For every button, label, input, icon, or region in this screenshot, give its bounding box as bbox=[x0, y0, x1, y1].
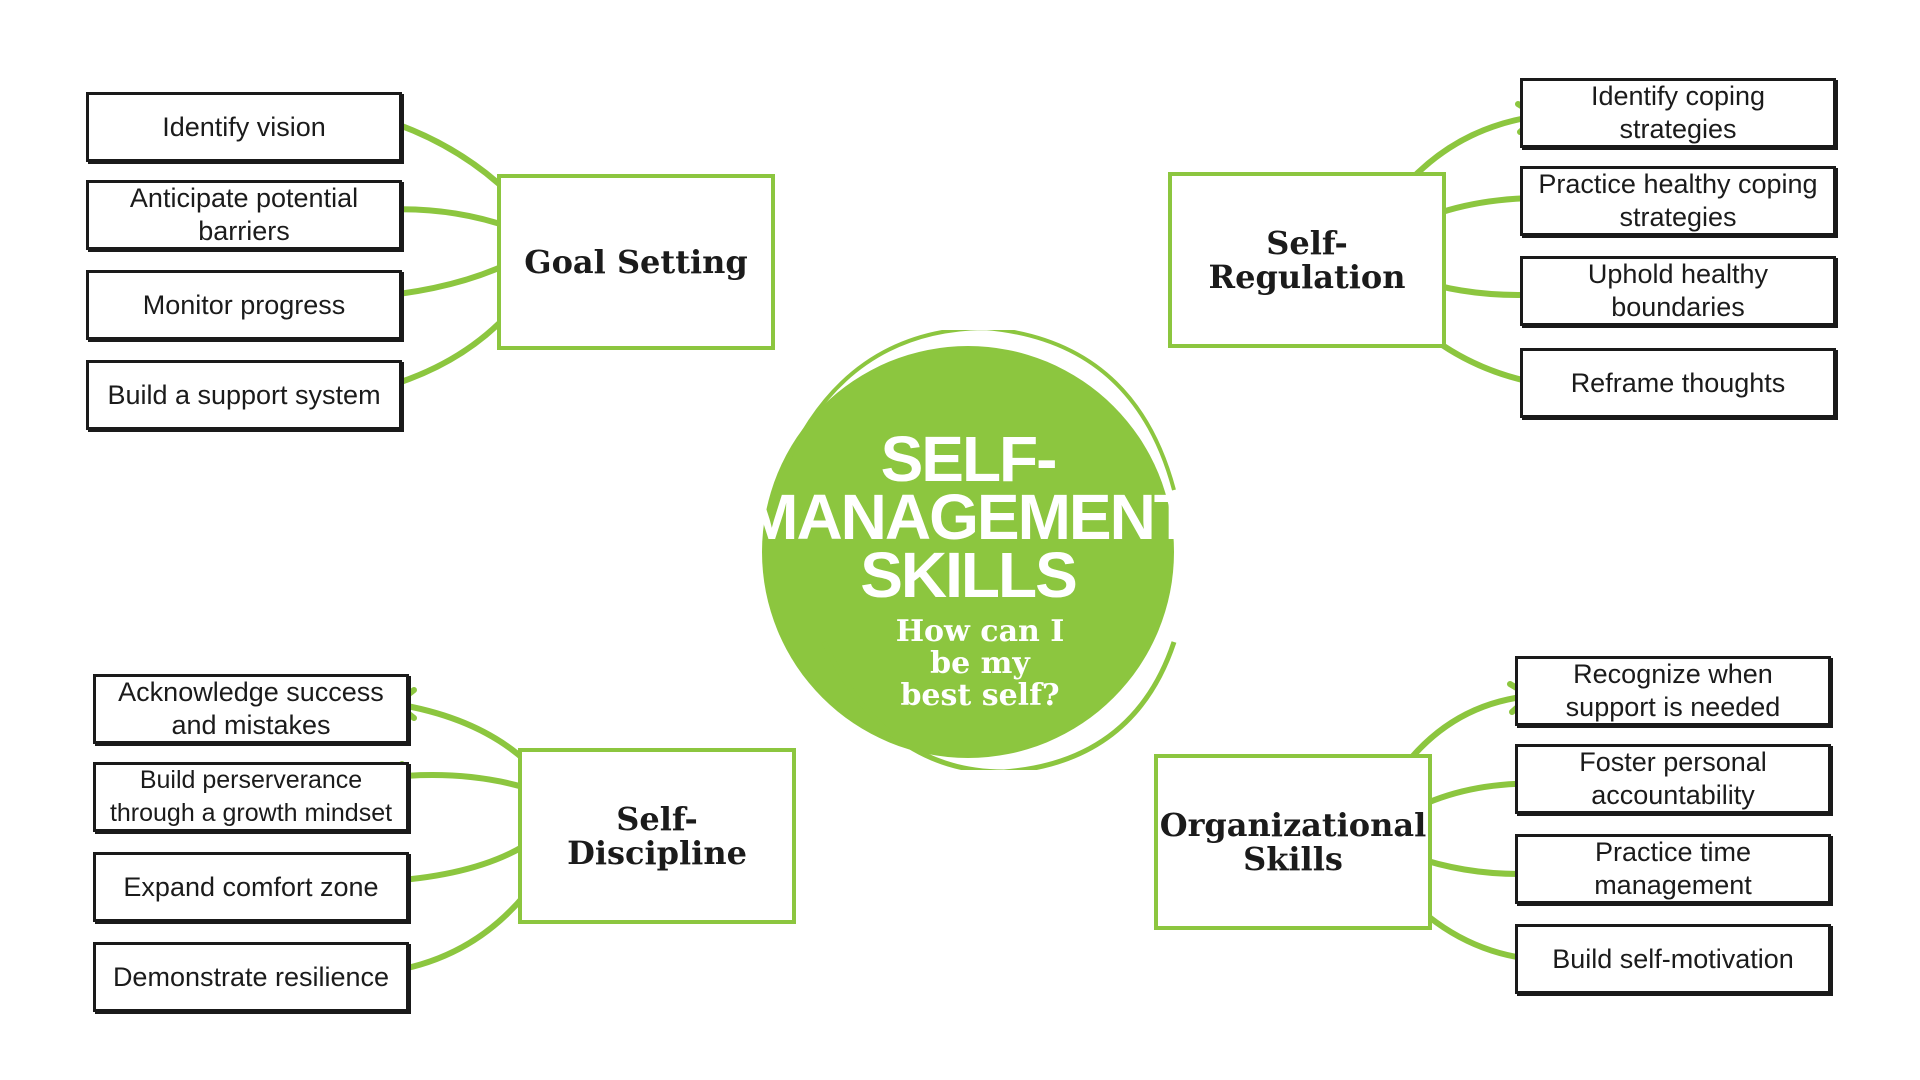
hub-organizational-skills-label: Organizational Skills bbox=[1159, 806, 1427, 878]
hub-organizational-skills: Organizational Skills bbox=[1154, 754, 1432, 930]
leaf-reframe-thoughts: Reframe thoughts bbox=[1520, 348, 1836, 418]
leaf-expand-comfort-zone: Expand comfort zone bbox=[93, 852, 409, 922]
arrow-disc-1 bbox=[393, 687, 531, 766]
leaf-uphold-boundaries: Uphold healthy boundaries bbox=[1520, 256, 1836, 326]
central-title: SELF- MANAGEMENT SKILLS bbox=[745, 423, 1193, 611]
hub-self-discipline: Self- Discipline bbox=[518, 748, 796, 924]
central-circle-shape bbox=[762, 330, 1177, 770]
leaf-practice-healthy-coping: Practice healthy coping strategies bbox=[1520, 166, 1836, 236]
leaf-identify-vision: Identify vision bbox=[86, 92, 402, 162]
leaf-monitor-progress: Monitor progress bbox=[86, 270, 402, 340]
hub-goal-setting-label: Goal Setting bbox=[524, 243, 748, 281]
central-subtitle: How can I be my best self? bbox=[895, 614, 1065, 713]
leaf-practice-time-management: Practice time management bbox=[1515, 834, 1831, 904]
hub-goal-setting: Goal Setting bbox=[497, 174, 775, 350]
hub-self-discipline-label: Self- Discipline bbox=[567, 800, 747, 872]
leaf-anticipate-barriers: Anticipate potential barriers bbox=[86, 180, 402, 250]
hub-self-regulation: Self- Regulation bbox=[1168, 172, 1446, 348]
leaf-build-self-motivation: Build self-motivation bbox=[1515, 924, 1831, 994]
leaf-identify-coping: Identify coping strategies bbox=[1520, 78, 1836, 148]
leaf-build-support-system: Build a support system bbox=[86, 360, 402, 430]
central-topic: SELF- MANAGEMENT SKILLS How can I be my … bbox=[745, 330, 1193, 770]
leaf-acknowledge-success: Acknowledge success and mistakes bbox=[93, 674, 409, 744]
leaf-demonstrate-resilience: Demonstrate resilience bbox=[93, 942, 409, 1012]
leaf-recognize-support: Recognize when support is needed bbox=[1515, 656, 1831, 726]
leaf-foster-accountability: Foster personal accountability bbox=[1515, 744, 1831, 814]
leaf-build-perserverance: Build perserverance through a growth min… bbox=[93, 762, 409, 832]
hub-self-regulation-label: Self- Regulation bbox=[1208, 224, 1406, 296]
